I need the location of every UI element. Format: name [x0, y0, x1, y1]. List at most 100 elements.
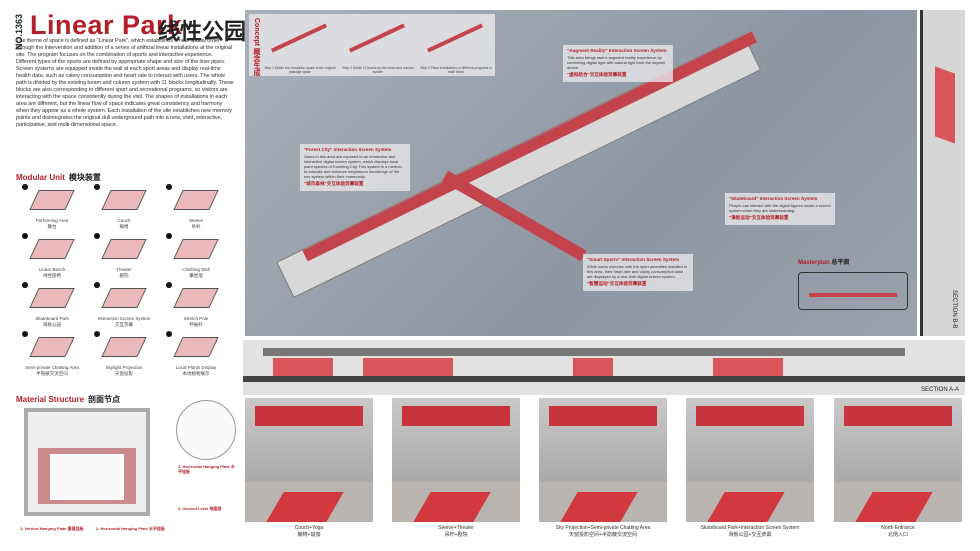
- module-diagram: [101, 288, 147, 308]
- spec-title: 4. Ground Level 地面层: [178, 506, 222, 511]
- module-name: Couch: [117, 218, 131, 223]
- module-diagram: [101, 190, 147, 210]
- caption-cn: 滑板公园+交互荧幕: [728, 531, 772, 538]
- module-name: Local Plants Display: [175, 365, 217, 370]
- module-diagram: [101, 239, 147, 259]
- heading-en: Material Structure: [16, 395, 85, 404]
- module-diagram: [173, 239, 219, 259]
- callout-title-cn: "城市森林"交互体验荧幕装置: [304, 181, 364, 186]
- module-name-cn: 线性座椅: [43, 272, 61, 278]
- masterplan-title: Masterplan: [798, 260, 830, 266]
- number-marker: [94, 233, 100, 239]
- callout-title: "Augment Reality" Interaction Screen Sys…: [567, 48, 667, 53]
- callout-title: "Forest City" Interaction Screen System: [304, 147, 392, 152]
- module-name: Steeve: [188, 218, 203, 223]
- caption-cn: 躺椅+瑜伽: [297, 531, 321, 538]
- callout-title-cn: "虚拟结合"交互体验荧幕装置: [567, 72, 627, 77]
- concept-panel: Concept 概念生成 Step 1 Divide the circulati…: [249, 14, 495, 76]
- concept-title: Concept 概念生成: [253, 18, 260, 76]
- rendering-caption: Sky Projection+Semi-private Chatting Are…: [539, 525, 667, 538]
- poster-title: Linear Park: [30, 10, 183, 40]
- poster-title-cn: 线性公园: [158, 19, 247, 44]
- module-name: Skylight Projection: [105, 365, 143, 370]
- step-caption: Step 3 Place installations of different …: [420, 66, 492, 74]
- rendering-image: [834, 398, 962, 522]
- heading-en: Modular Unit: [16, 173, 65, 182]
- callout-smart-sports: "Smart Sports" Interaction Screen System…: [583, 254, 693, 291]
- module-name-cn: 吊杆: [191, 223, 201, 229]
- callout-augment-reality: "Augment Reality" Interaction Screen Sys…: [563, 45, 673, 82]
- spec-4: 4. Ground Level 地面层: [178, 506, 221, 511]
- module-name-cn: 天窗投影: [115, 370, 133, 376]
- spec-title: 1. Vertical Hanging Plate 垂直挂板: [20, 526, 84, 531]
- concept-step-1: Step 1 Divide the circulation space in t…: [263, 18, 337, 74]
- module-name-cn: 攀岩墙: [189, 272, 203, 278]
- spec-3: 3. Horizontal Hanging Plate 水平挂板: [178, 464, 236, 474]
- module-name-cn: 滑板公园: [43, 321, 61, 327]
- detail-callout-circle: [176, 400, 236, 460]
- section-detail-drawing: [24, 408, 150, 516]
- module-name: Interaction Screen System: [97, 316, 151, 321]
- callout-title: "Smart Sports" Interaction Screen System: [587, 257, 680, 262]
- spec-title: 2. Horizontal Hanging Plate 水平挂板: [96, 526, 165, 531]
- module-name: Climbing Wall: [182, 267, 210, 272]
- module-diagram: [173, 190, 219, 210]
- number-marker: [22, 282, 28, 288]
- concept-step-2: Step 2 Divide 11 blocks by the beam and …: [341, 18, 415, 74]
- module-diagram: [173, 288, 219, 308]
- callout-body: This area brings user's augment reality …: [567, 55, 666, 70]
- rendering-caption: Skateboard Park+Interaction Screen Syste…: [686, 525, 814, 538]
- callout-body: Users in this area are exposed to an imm…: [304, 154, 402, 179]
- module-diagram: [29, 337, 75, 357]
- rendering-image: [686, 398, 814, 522]
- section-b-b: SECTION B-B: [920, 10, 965, 336]
- module-name-cn: 本地植物展示: [182, 370, 210, 376]
- number-marker: [166, 184, 172, 190]
- number-marker: [22, 233, 28, 239]
- module-name-cn: 交互荧幕: [115, 321, 133, 327]
- section-b-label: SECTION B-B: [951, 290, 957, 329]
- heading-cn: 模块装置: [68, 173, 101, 182]
- module-name-cn: 半隐蔽交流空间: [36, 370, 68, 376]
- module-name: Stretch Pole: [183, 316, 209, 321]
- masterplan-label: Masterplan 总平面: [798, 257, 849, 266]
- caption-en: North Entrance: [881, 525, 915, 531]
- module-name: Semi-private Chatting Area: [25, 365, 79, 370]
- section-a-label: SECTION A-A: [920, 387, 959, 393]
- caption-cn: 北侧入口: [887, 531, 908, 538]
- callout-body: People can interact with the digital fig…: [729, 203, 831, 213]
- rendering-image: [245, 398, 373, 522]
- number-marker: [94, 331, 100, 337]
- axonometric-plan-panel: Concept 概念生成 Step 1 Divide the circulati…: [245, 10, 917, 336]
- caption-en: Couch+Yoga: [294, 525, 324, 531]
- section-a-a: SECTION A-A: [243, 340, 965, 395]
- callout-body: While users exercise with the sport amen…: [587, 264, 688, 279]
- number-marker: [94, 282, 100, 288]
